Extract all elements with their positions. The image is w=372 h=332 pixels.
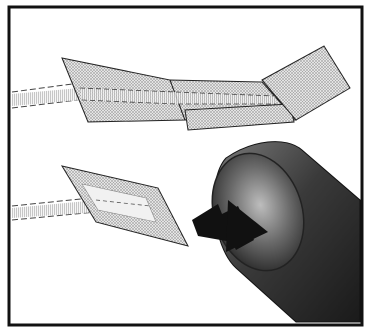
strand-inner-top <box>79 87 276 97</box>
bottom-panel <box>11 141 361 323</box>
strand-lower-upper <box>11 197 91 207</box>
top-panel <box>11 45 351 131</box>
strand-lower-lower <box>11 211 97 221</box>
strand-upper-left <box>11 83 73 93</box>
arrow-head <box>226 200 268 252</box>
sheet-right-flap <box>261 45 351 121</box>
strand-lower-left <box>11 99 79 109</box>
strand-on-sheet <box>95 199 151 207</box>
small-sheet-inner <box>81 183 157 223</box>
strand-band-left <box>12 88 82 106</box>
strand-band-lower <box>12 200 100 218</box>
strand-band-inner <box>80 88 276 104</box>
strand-inner-bottom <box>81 99 276 105</box>
sheet-lower-fold <box>184 103 295 131</box>
